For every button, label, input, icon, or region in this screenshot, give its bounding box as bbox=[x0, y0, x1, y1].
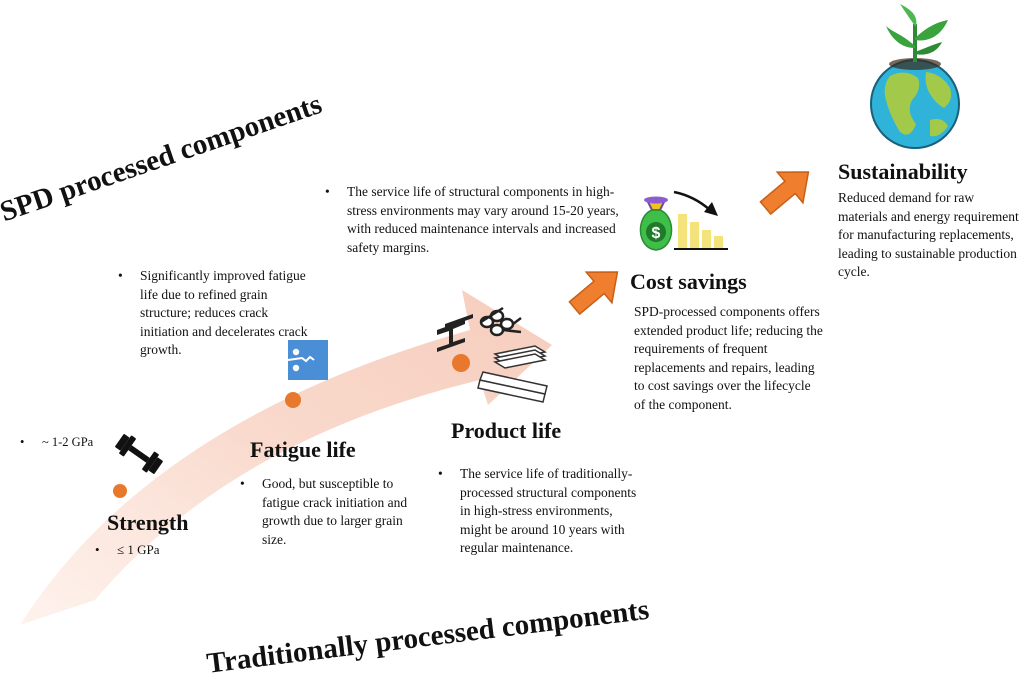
product-spd-text: The service life of structural component… bbox=[325, 183, 637, 257]
fatigue-dot bbox=[285, 392, 301, 408]
strength-label: Strength bbox=[107, 510, 189, 535]
progress-arrow-body bbox=[20, 290, 552, 625]
sustainability-text: Reduced demand for raw materials and ene… bbox=[838, 190, 1019, 279]
step-arrow-1 bbox=[568, 271, 619, 316]
steel-beams-icon bbox=[437, 306, 548, 403]
product-label: Product life bbox=[451, 418, 562, 443]
dumbbell-icon bbox=[115, 434, 163, 474]
fatigue-spd-text: Significantly improved fatigue life due … bbox=[118, 267, 320, 360]
crack-specimen-icon bbox=[287, 340, 328, 380]
strength-traditional-value: ≤ 1 GPa bbox=[95, 541, 160, 560]
product-dot bbox=[452, 354, 470, 372]
step-arrow-2 bbox=[759, 171, 810, 216]
sustainability-label: Sustainability bbox=[838, 159, 968, 184]
cost-label: Cost savings bbox=[630, 269, 747, 294]
fatigue-label: Fatigue life bbox=[250, 437, 356, 462]
fatigue-traditional-text: Good, but susceptible to fatigue crack i… bbox=[240, 475, 430, 549]
money-bag-chart-icon: $ bbox=[639, 190, 728, 251]
strength-dot bbox=[113, 484, 127, 498]
strength-spd-value: ~ 1-2 GPa bbox=[20, 433, 93, 452]
globe-plant-icon bbox=[870, 4, 960, 149]
product-traditional-text: The service life of traditionally-proces… bbox=[438, 465, 638, 558]
cost-text: SPD-processed components offers extended… bbox=[634, 304, 823, 412]
svg-text:$: $ bbox=[652, 225, 661, 242]
